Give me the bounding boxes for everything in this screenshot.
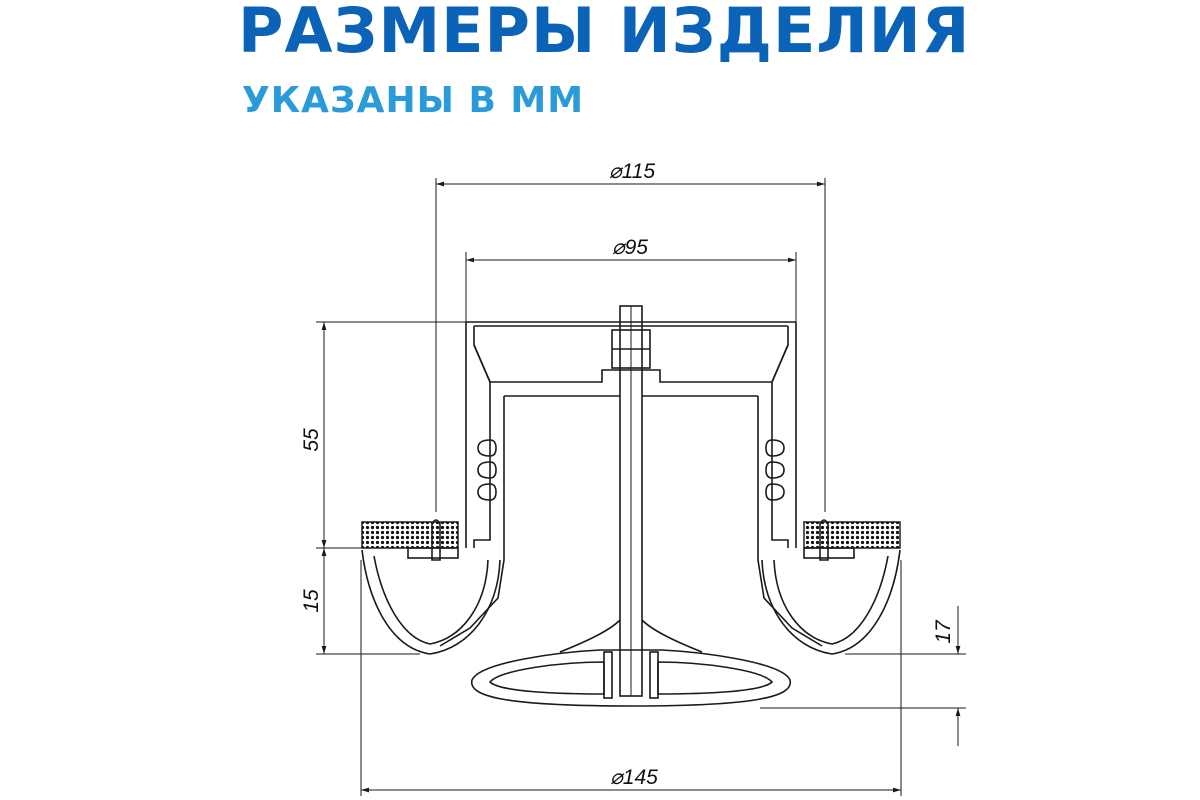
dim-outer-diameter-label: ⌀115 (609, 160, 655, 183)
dim-handle-offset-label: 17 (932, 619, 955, 644)
dim-height-lower-label: 15 (300, 589, 323, 613)
dim-base-diameter: ⌀145 (360, 560, 902, 796)
dim-handle-offset: 17 (760, 606, 966, 746)
dim-inner-diameter-label: ⌀95 (612, 236, 648, 259)
knurled-ring-right (803, 519, 901, 561)
dim-height-lower: 15 (300, 548, 420, 655)
knurled-ring-left (361, 519, 459, 561)
hex-nut (611, 329, 651, 369)
dim-base-diameter-label: ⌀145 (610, 766, 658, 789)
page-title: РАЗМЕРЫ ИЗДЕЛИЯ (238, 0, 971, 67)
central-bolt (619, 305, 643, 697)
dim-inner-diameter: ⌀95 (465, 236, 797, 322)
page-subtitle: УКАЗАНЫ В ММ (242, 80, 585, 121)
dim-height-upper-label: 55 (300, 428, 323, 452)
bottom-handle (470, 619, 792, 707)
dim-outer-diameter: ⌀115 (435, 160, 826, 512)
lower-skirt (361, 549, 901, 655)
dim-height-upper: 55 (300, 321, 470, 549)
